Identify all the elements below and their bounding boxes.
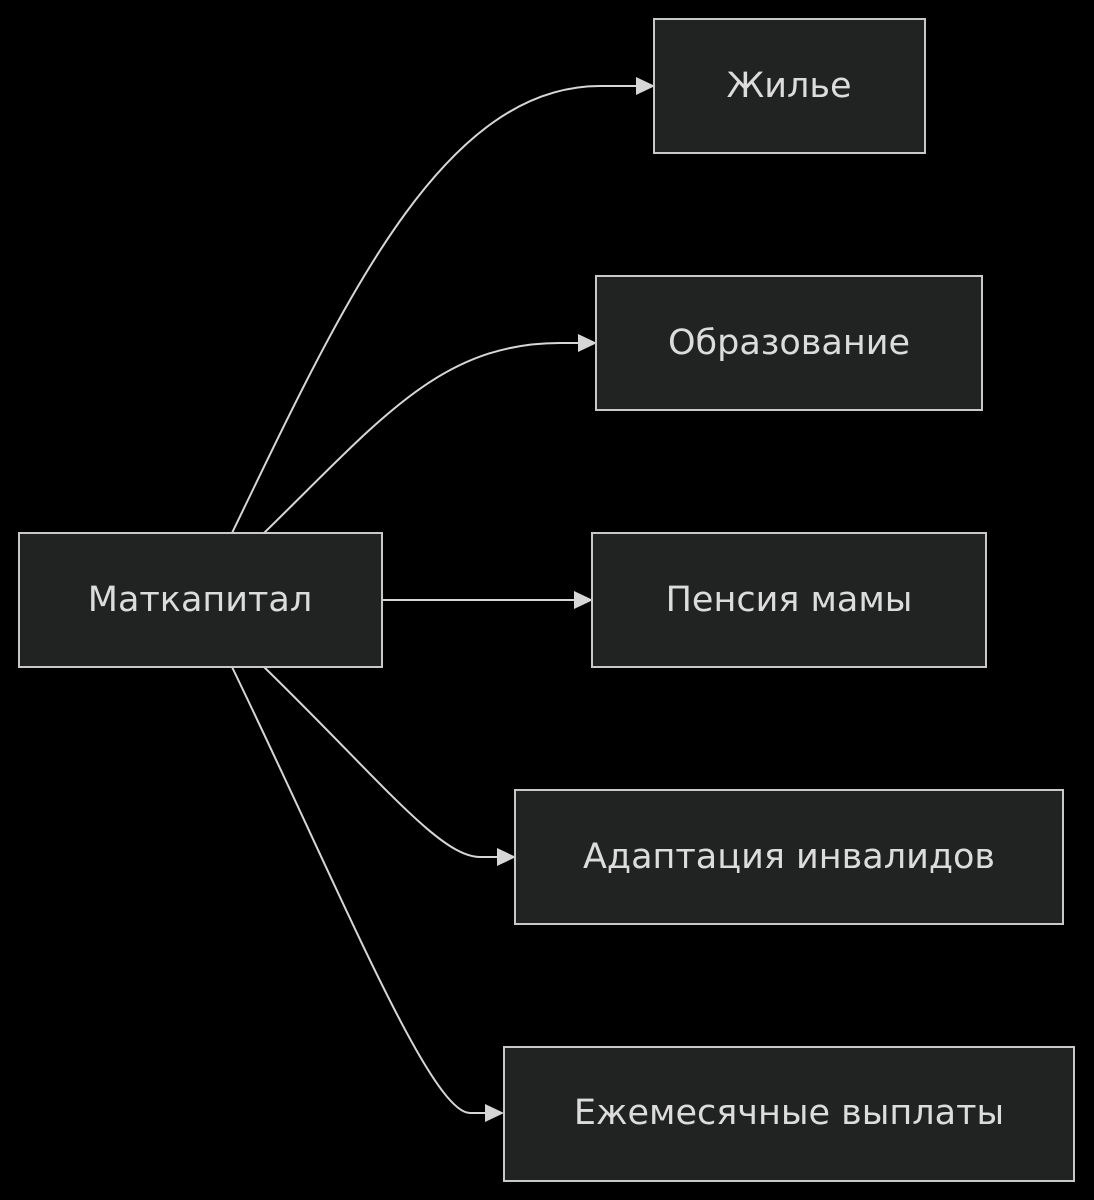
node-matkapital: Маткапитал xyxy=(18,532,383,668)
arrow-head-icon xyxy=(574,591,593,609)
edges xyxy=(231,77,655,1122)
node-box xyxy=(653,18,926,154)
edge-line xyxy=(231,666,485,1114)
edge-matkapital-mother-pension xyxy=(382,591,593,609)
node-disabled-adaptation: Адаптация инвалидов xyxy=(514,789,1064,925)
edge-matkapital-education xyxy=(263,334,597,534)
node-label-mother-pension: Пенсия мамы xyxy=(666,580,913,620)
edge-matkapital-housing xyxy=(231,77,655,534)
edge-line xyxy=(231,85,636,534)
edge-line xyxy=(263,666,497,858)
node-label-disabled-adaptation: Адаптация инвалидов xyxy=(583,837,995,877)
arrow-head-icon xyxy=(636,77,655,95)
node-mother-pension: Пенсия мамы xyxy=(591,532,987,668)
arrow-head-icon xyxy=(485,1104,504,1122)
node-box xyxy=(18,532,383,668)
arrow-head-icon xyxy=(497,848,516,866)
node-box xyxy=(514,789,1064,925)
node-monthly-payments: Ежемесячные выплаты xyxy=(503,1046,1075,1182)
node-box xyxy=(595,275,983,411)
node-box xyxy=(591,532,987,668)
edge-line xyxy=(263,342,578,534)
node-label-matkapital: Маткапитал xyxy=(88,580,312,620)
edge-matkapital-monthly-payments xyxy=(231,666,504,1122)
node-housing: Жилье xyxy=(653,18,926,154)
node-box xyxy=(503,1046,1075,1182)
edge-matkapital-disabled-adaptation xyxy=(263,666,516,866)
node-education: Образование xyxy=(595,275,983,411)
node-label-housing: Жилье xyxy=(727,66,852,106)
node-label-education: Образование xyxy=(668,323,910,363)
arrow-head-icon xyxy=(578,334,597,352)
node-label-monthly-payments: Ежемесячные выплаты xyxy=(574,1093,1004,1133)
